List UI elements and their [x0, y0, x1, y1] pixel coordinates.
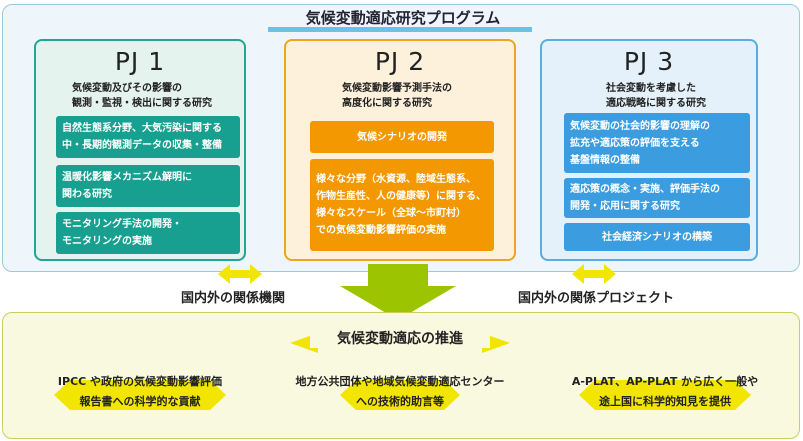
promotion-item-a-plat: A-PLAT、AP-PLAT から広く一般や 途上国に科学的知見を提供: [571, 375, 759, 408]
project-1-item-mechanism-research: 温暖化影響メカニズム解明に 関わる研究: [56, 165, 240, 207]
project-2-panel: PJ 2 気候変動影響予測手法の 高度化に関する研究 気候シナリオの開発 様々な…: [284, 39, 516, 261]
project-3-title: PJ 3: [623, 47, 675, 76]
program-title-underline: [268, 27, 532, 32]
promotion-item-local-governments: 地方公共団体や地域気候変動適応センター への技術的助言等: [295, 375, 505, 408]
promotion-title: 気候変動適応の推進: [310, 328, 490, 348]
project-1-item-monitoring: モニタリング手法の開発・ モニタリングの実施: [56, 212, 240, 254]
domestic-international-projects-label: 国内外の関係プロジェクト: [518, 291, 675, 306]
project-3-item-basic-information: 気候変動の社会的影響の理解の 拡充や適応策の評価を支える 基盤情報の整備: [564, 113, 750, 173]
project-1-title: PJ 1: [114, 47, 166, 76]
project-1-subtitle: 気候変動及びその影響の 観測・監視・検出に関する研究: [72, 83, 212, 109]
promotion-item-3-highlight: [579, 380, 751, 410]
promotion-item-ipcc: IPCC や政府の気候変動影響評価 報告書への科学的な貢献: [57, 375, 223, 408]
project-2-item-climate-scenario: 気候シナリオの開発: [310, 121, 494, 153]
down-arrow-icon: [340, 264, 456, 320]
project-3-panel: PJ 3 社会変動を考慮した 適応戦略に関する研究 気候変動の社会的影響の理解の…: [540, 39, 758, 261]
project-3-item-adaptation-methods: 適応策の概念・実施、評価手法の 開発・応用に関する研究: [564, 178, 750, 218]
program-title: 気候変動適応研究プログラム: [305, 9, 501, 27]
project-2-item-impact-assessment: 様々な分野（水資源、陸域生態系、 作物生産性、人の健康等）に関する、 様々なスケ…: [310, 159, 494, 251]
promotion-item-2-highlight: [340, 380, 460, 410]
domestic-international-institutions-label: 国内外の関係機関: [181, 291, 286, 306]
promotion-item-1-highlight: [54, 380, 226, 410]
project-3-subtitle: 社会変動を考慮した 適応戦略に関する研究: [606, 83, 706, 109]
left-double-arrow-icon: [218, 264, 262, 284]
project-1-panel: PJ 1 気候変動及びその影響の 観測・監視・検出に関する研究 自然生態系分野、…: [34, 39, 246, 261]
project-2-subtitle: 気候変動影響予測手法の 高度化に関する研究: [342, 83, 452, 109]
project-2-title: PJ 2: [374, 47, 426, 76]
project-3-item-socioeconomic-scenario: 社会経済シナリオの構築: [564, 223, 750, 251]
right-double-arrow-icon: [572, 264, 616, 284]
project-1-item-observation-data: 自然生態系分野、大気汚染に関する 中・長期的観測データの収集・整備: [56, 116, 240, 158]
